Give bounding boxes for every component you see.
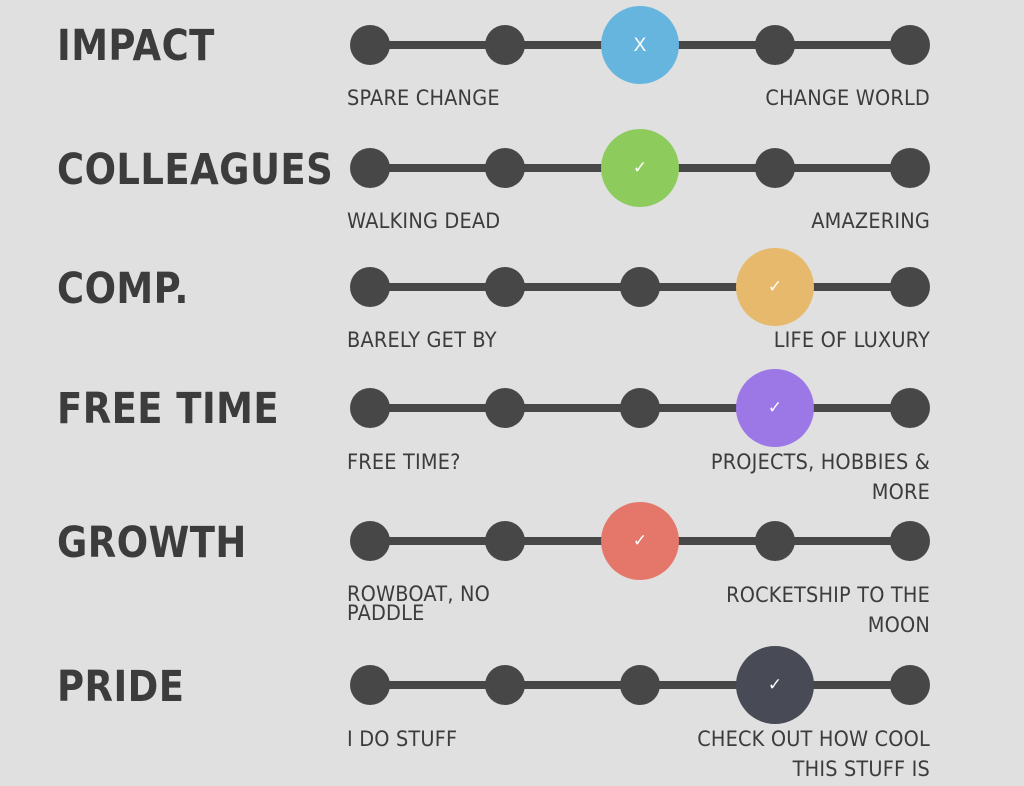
rating-slider[interactable]: ✓	[350, 369, 930, 447]
right-label: PROJECTS, HOBBIES & MORE	[710, 450, 930, 504]
x-icon: X	[633, 34, 647, 56]
selected-rating-dot[interactable]: X	[601, 6, 679, 84]
rating-dot[interactable]	[890, 521, 930, 561]
left-label: I DO STUFF	[347, 727, 458, 751]
rating-dot[interactable]	[890, 267, 930, 307]
rating-row-growth: GROWTH ✓ ROWBOAT, NO PADDLE ROCKETSHIP T…	[0, 0, 1024, 637]
rating-dot[interactable]	[350, 521, 390, 561]
rating-row-comp: COMP. ✓ BARELY GET BY LIFE OF LUXURY	[0, 0, 1024, 352]
category-title: FREE TIME	[57, 384, 280, 434]
category-title: GROWTH	[57, 518, 247, 568]
rating-slider[interactable]: ✓	[350, 248, 930, 326]
rating-row-free-time: FREE TIME ✓ FREE TIME? PROJECTS, HOBBIES…	[0, 0, 1024, 504]
rating-dot[interactable]	[350, 267, 390, 307]
category-title: PRIDE	[57, 662, 185, 712]
selected-rating-dot[interactable]: ✓	[736, 369, 814, 447]
selected-rating-dot[interactable]: ✓	[736, 646, 814, 724]
rating-slider[interactable]: X	[350, 6, 930, 84]
selected-rating-dot[interactable]: ✓	[601, 502, 679, 580]
rating-dot[interactable]	[485, 665, 525, 705]
check-icon: ✓	[767, 674, 783, 695]
rating-dot[interactable]	[890, 388, 930, 428]
check-icon: ✓	[767, 276, 783, 297]
left-label: FREE TIME?	[347, 450, 461, 474]
left-label: WALKING DEAD	[347, 209, 501, 233]
right-label: AMAZERING	[811, 209, 930, 233]
rating-dot[interactable]	[755, 25, 795, 65]
rating-dot[interactable]	[890, 665, 930, 705]
check-icon: ✓	[632, 530, 648, 551]
left-label: SPARE CHANGE	[347, 86, 500, 110]
left-label: BARELY GET BY	[347, 328, 497, 352]
right-label: CHANGE WORLD	[765, 86, 930, 110]
rating-slider[interactable]: ✓	[350, 129, 930, 207]
rating-dot[interactable]	[350, 25, 390, 65]
check-icon: ✓	[632, 157, 648, 178]
rating-row-impact: IMPACT X SPARE CHANGE CHANGE WORLD	[0, 0, 1024, 120]
rating-dot[interactable]	[755, 148, 795, 188]
rating-dot[interactable]	[890, 25, 930, 65]
rating-slider[interactable]: ✓	[350, 502, 930, 580]
rating-dot[interactable]	[350, 388, 390, 428]
right-label: CHECK OUT HOW COOL THIS STUFF IS	[697, 727, 930, 781]
rating-dot[interactable]	[485, 388, 525, 428]
right-label: LIFE OF LUXURY	[773, 328, 930, 352]
left-label: ROWBOAT, NO PADDLE	[347, 582, 491, 625]
rating-dot[interactable]	[350, 148, 390, 188]
rating-dot[interactable]	[485, 521, 525, 561]
selected-rating-dot[interactable]: ✓	[601, 129, 679, 207]
rating-dot[interactable]	[350, 665, 390, 705]
rating-dot[interactable]	[755, 521, 795, 561]
rating-dot[interactable]	[485, 25, 525, 65]
rating-row-colleagues: COLLEAGUES ✓ WALKING DEAD AMAZERING	[0, 0, 1024, 233]
rating-dot[interactable]	[890, 148, 930, 188]
rating-dot[interactable]	[620, 388, 660, 428]
category-title: COLLEAGUES	[57, 145, 334, 195]
rating-dot[interactable]	[485, 267, 525, 307]
category-title: COMP.	[57, 264, 189, 314]
rating-dot[interactable]	[620, 267, 660, 307]
selected-rating-dot[interactable]: ✓	[736, 248, 814, 326]
rating-dot[interactable]	[485, 148, 525, 188]
right-label: ROCKETSHIP TO THE MOON	[726, 583, 930, 637]
rating-slider[interactable]: ✓	[350, 646, 930, 724]
check-icon: ✓	[767, 397, 783, 418]
category-title: IMPACT	[57, 21, 215, 71]
rating-dot[interactable]	[620, 665, 660, 705]
